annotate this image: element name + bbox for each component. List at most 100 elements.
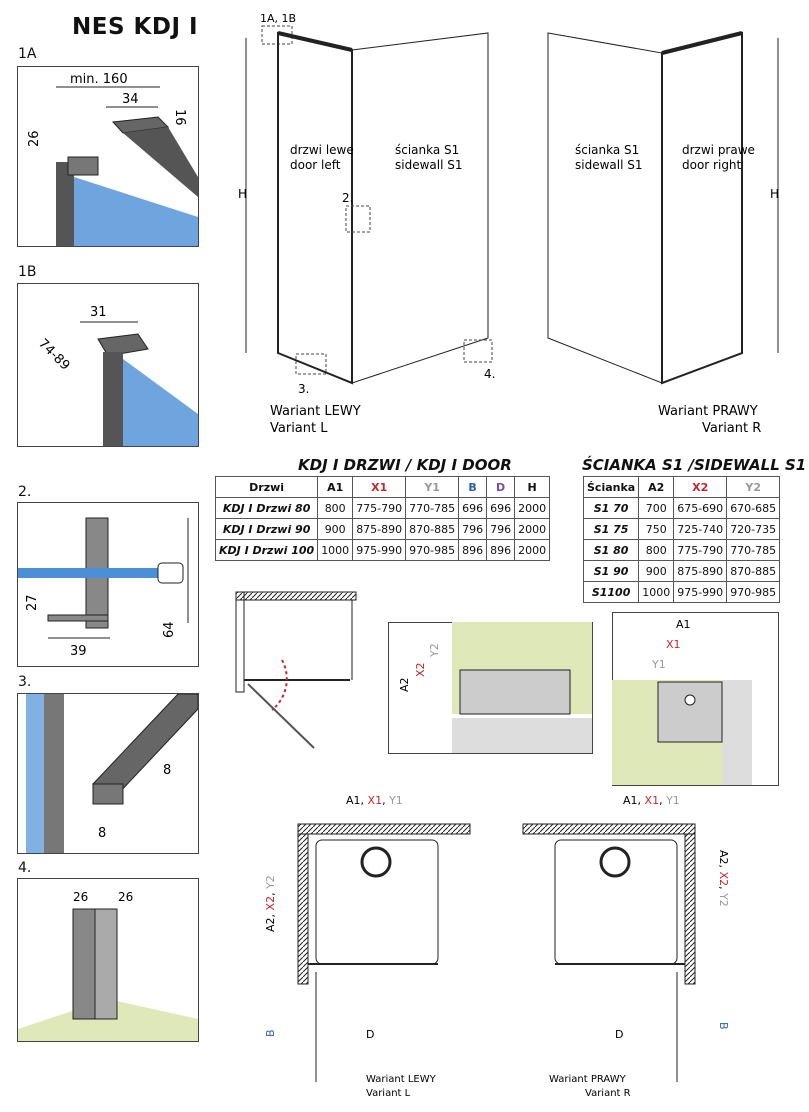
label-door-left-en: door left [290,158,341,172]
cell: 896 [458,539,488,561]
label-sidewall-left-pl: ścianka S1 [395,143,459,157]
callout-2: 2. [342,191,353,205]
dim-16: 16 [172,109,187,126]
dim-y1: Y1 [651,658,666,671]
variant-left-pl: Wariant LEWY [270,404,361,419]
dim-x1: X1 [666,638,681,651]
cell: 975-990 [673,581,728,603]
header-y1: Y1 [405,476,460,498]
elevation-drawings: 1A, 1B H drzwi lewe door left ścianka S1… [238,12,779,436]
header-drzwi: Drzwi [214,476,319,498]
detail-4-label: 4. [18,860,32,876]
header-x2: X2 [673,476,728,498]
detail-x2-y2: A2 X2 Y2 [388,622,593,754]
cell: 900 [317,518,354,540]
label-door-right-pl: drzwi prawe [682,143,755,157]
header-a2: A2 [638,476,675,498]
cell: 770-785 [405,497,460,519]
table-header-row: Ścianka A2 X2 Y2 [582,476,781,498]
dim-a1: A1 [676,618,691,631]
detail-1b-panel: 31 74-89 [17,283,199,447]
detail-1a-panel: min. 160 34 16 26 [17,66,199,247]
variant-left-en: Variant L [270,421,328,436]
cell: 970-985 [726,581,781,603]
label-sidewall-right-pl: ścianka S1 [575,143,639,157]
cell: KDJ I Drzwi 90 [214,518,319,540]
dim-74-89: 74-89 [35,336,72,373]
plan-right-d: D [615,1028,623,1041]
detail-4-panel: 26 26 [17,878,199,1042]
label-sidewall-right-en: sidewall S1 [575,158,643,172]
plan-left-variant-en: Variant L [366,1088,411,1099]
callout-3: 3. [298,382,309,396]
dim-y2: Y2 [428,643,441,658]
detail-3-label: 3. [18,674,32,690]
cell: 775-790 [673,539,728,561]
plan-left-b: B [264,1029,277,1037]
cell: 700 [638,497,675,519]
cell: 900 [638,560,675,582]
cell: 2000 [514,539,551,561]
header-y2: Y2 [726,476,781,498]
dim-31: 31 [90,305,107,320]
dim-a2: A2 [398,677,411,692]
cell: 896 [486,539,516,561]
label-door-right-en: door right [682,158,742,172]
page-title: NES KDJ I [72,14,199,40]
cell: 875-890 [352,518,407,540]
cell: S1100 [582,581,640,603]
cell: 2000 [514,497,551,519]
cell: S1 90 [582,560,640,582]
cell: 800 [638,539,675,561]
cell: 975-990 [352,539,407,561]
cell: 2000 [514,518,551,540]
plan-right-b: B [717,1022,730,1030]
cell: 696 [486,497,516,519]
cell: 796 [486,518,516,540]
table-header-row: Drzwi A1 X1 Y1 B D H [214,476,551,498]
cell: 1000 [317,539,354,561]
plan-right: A1, X1, Y1 D B A2, X2, Y2 Wariant PRAWY … [522,794,730,1099]
detail-x1-y1: A1 X1 Y1 [612,612,779,786]
header-a1: A1 [317,476,354,498]
cell: 675-690 [673,497,728,519]
cell: 870-885 [405,518,460,540]
plan-left: A1, X1, Y1 D B A2, X2, Y2 Wariant LEWY V… [264,794,471,1099]
dim-h-left: H [238,187,247,201]
detail-2-label: 2. [18,484,32,500]
header-d: D [486,476,516,498]
cell: S1 75 [582,518,640,540]
cell: 720-735 [726,518,781,540]
dim-39: 39 [70,644,87,659]
plan-left-a2: A2, X2, Y2 [264,875,277,932]
cell: 870-885 [726,560,781,582]
wall-table-title: ŚCIANKA S1 /SIDEWALL S1 [582,456,807,474]
dim-64: 64 [162,621,177,638]
cell: KDJ I Drzwi 80 [214,497,319,519]
detail-1a-label: 1A [18,46,37,62]
plan-left-a1: A1, X1, Y1 [346,794,403,807]
header-scianka: Ścianka [582,476,640,498]
swing-top-view [235,591,357,749]
header-h: H [514,476,551,498]
callout-4: 4. [484,367,495,381]
cell: S1 70 [582,497,640,519]
cell: 800 [317,497,354,519]
callout-1a-1b: 1A, 1B [260,12,296,25]
cell: 725-740 [673,518,728,540]
dim-8-height: 8 [163,763,171,778]
cell: 1000 [638,581,675,603]
cell: 796 [458,518,488,540]
plan-left-variant-pl: Wariant LEWY [366,1074,437,1085]
dim-26-a: 26 [73,890,88,904]
dim-8-width: 8 [98,826,106,841]
